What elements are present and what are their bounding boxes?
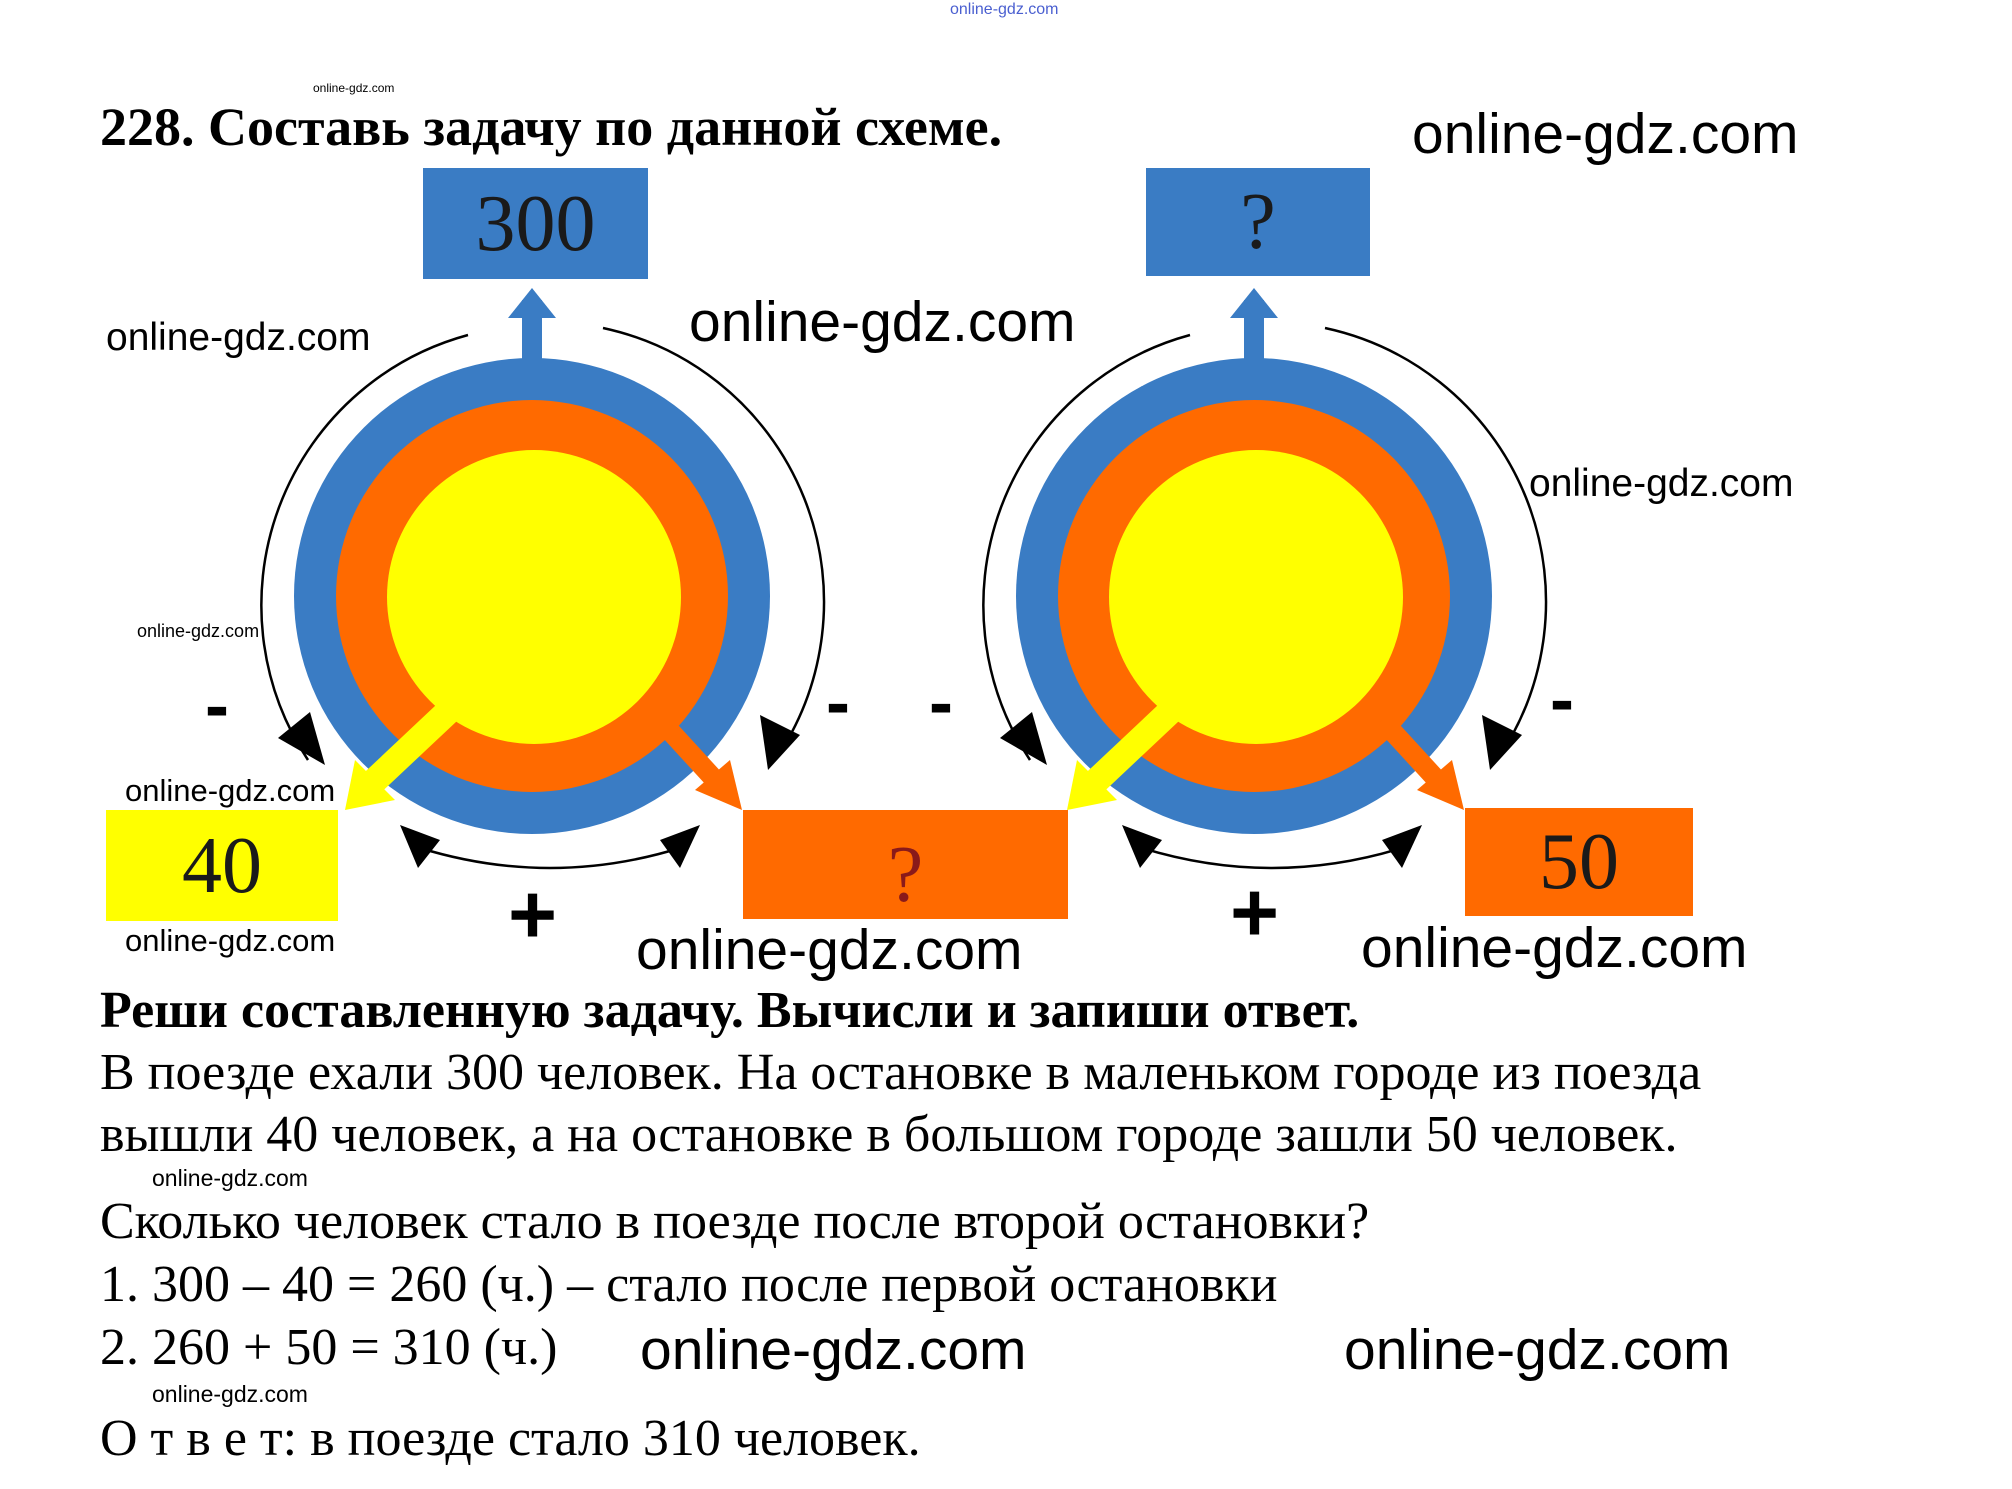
blue-up-arrow-icon (1230, 288, 1278, 318)
left-circle-diagram (260, 288, 826, 870)
exercise-title: 228. Составь задачу по данной схеме. (100, 97, 1003, 157)
plus-sign: + (508, 867, 558, 961)
instruction: Реши составленную задачу. Вычисли и запи… (100, 982, 1360, 1039)
arrowhead-icon (400, 825, 440, 868)
watermark: online-gdz.com (1529, 462, 1794, 505)
blue-up-arrow-icon (508, 288, 556, 318)
outer-arc-right (1324, 326, 1548, 761)
solution-step: 1. 300 – 40 = 260 (ч.) – стало после пер… (100, 1256, 1278, 1313)
arrowhead-icon (1382, 825, 1422, 868)
left-yellow-box: 40 (106, 810, 338, 921)
right-circle-diagram (982, 288, 1548, 870)
solution-step: 2. 260 + 50 = 310 (ч.) (100, 1319, 558, 1376)
problem-line: В поезде ехали 300 человек. На остановке… (100, 1044, 1702, 1101)
arrowhead-icon (1000, 712, 1047, 765)
watermark: online-gdz.com (152, 1381, 308, 1407)
minus-sign: - (929, 663, 953, 743)
watermark: online-gdz.com (125, 773, 336, 808)
watermark: online-gdz.com (636, 918, 1023, 982)
inner-yellow-circle (1109, 450, 1403, 744)
watermark: online-gdz.com (152, 1165, 308, 1191)
yellow-arrow-shaft (361, 695, 464, 795)
right-orange-box: 50 (1465, 808, 1693, 916)
arrowhead-icon (760, 715, 800, 770)
problem-line: Сколько человек стало в поезде после вто… (100, 1193, 1370, 1250)
plus-sign: + (1230, 865, 1280, 959)
watermark: online-gdz.com (313, 81, 395, 95)
arrowhead-icon (1482, 715, 1522, 770)
minus-sign: - (1550, 660, 1574, 740)
answer: О т в е т: в поезде стало 310 человек. (100, 1410, 921, 1467)
yellow-arrow-icon (345, 760, 395, 810)
outer-arc-left (260, 333, 469, 761)
left-orange-box: ? (743, 810, 1068, 919)
watermark: online-gdz.com (1361, 916, 1748, 980)
outer-arc-right (602, 326, 826, 761)
right-top-box: ? (1146, 168, 1370, 276)
yellow-arrow-icon (1067, 760, 1117, 810)
yellow-arrow-shaft (1083, 695, 1186, 795)
header-watermark: online-gdz.com (950, 1, 1059, 18)
arrowhead-icon (1122, 825, 1162, 868)
watermark: online-gdz.com (689, 290, 1076, 354)
watermark: online-gdz.com (125, 923, 336, 958)
minus-sign: - (205, 666, 229, 746)
minus-sign: - (826, 663, 850, 743)
orange-arrow-shaft (1374, 713, 1445, 787)
inner-yellow-circle (387, 450, 681, 744)
watermark: online-gdz.com (106, 316, 371, 359)
arrowhead-icon (660, 825, 700, 868)
bottom-arc (1141, 846, 1403, 870)
bottom-arc (419, 846, 681, 870)
watermark: online-gdz.com (640, 1318, 1027, 1382)
orange-arrow-icon (1417, 760, 1464, 810)
arrowhead-icon (278, 712, 325, 765)
outer-arc-left (982, 333, 1191, 761)
problem-line: вышли 40 человек, а на остановке в больш… (100, 1106, 1678, 1163)
watermark: online-gdz.com (1412, 102, 1799, 166)
orange-arrow-icon (695, 760, 742, 810)
watermark: online-gdz.com (1344, 1318, 1731, 1382)
watermark: online-gdz.com (137, 621, 260, 641)
left-top-box: 300 (423, 168, 648, 279)
orange-arrow-shaft (652, 713, 723, 787)
